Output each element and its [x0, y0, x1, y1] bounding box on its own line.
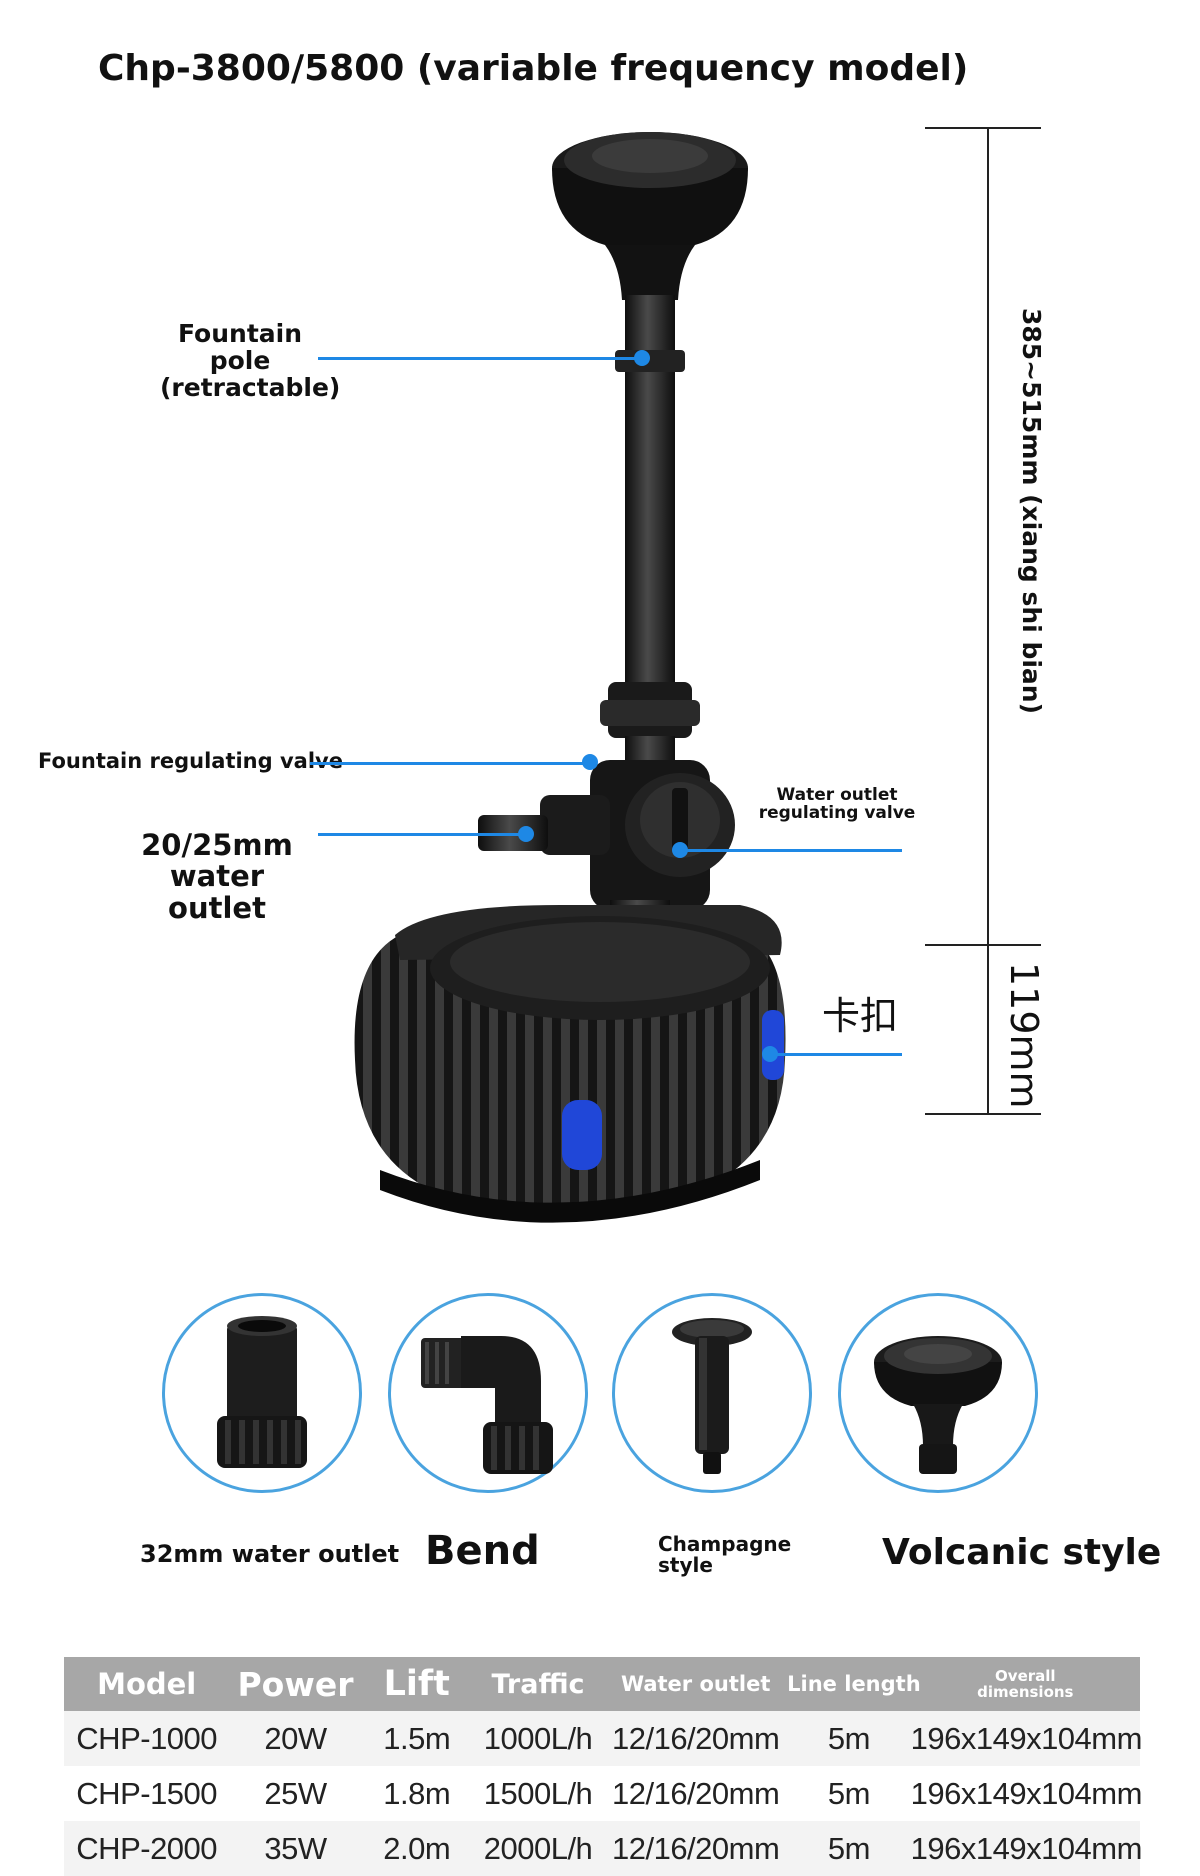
fountain-pole-label-line2: pole: [209, 346, 271, 375]
accessory-label-straight: 32mm water outlet: [140, 1540, 400, 1568]
header-power: Power: [229, 1657, 362, 1711]
specs-header-row: Model Power Lift Traffic Water outlet Li…: [64, 1657, 1140, 1711]
cell-traffic: 1500L/h: [483, 1775, 593, 1811]
cell-model: CHP-1000: [64, 1711, 230, 1766]
cell-dimensions: 196x149x104mm: [910, 1711, 1142, 1766]
dimension-bottom-tick: [925, 1113, 1041, 1115]
clip-label: 卡扣: [822, 994, 899, 1038]
clip-leader: [768, 1053, 902, 1056]
fountain-pole-label-line3: (retractable): [160, 373, 341, 402]
accessory-label-volcanic: Volcanic style: [882, 1532, 1162, 1573]
water-outlet-leader: [318, 833, 528, 836]
table-row: CHP-1500 25W 1.8m 1500L/h 12/16/20mm 5m …: [64, 1766, 1143, 1821]
cell-lift: 1.8m: [383, 1775, 451, 1811]
dimension-vertical-line: [987, 127, 989, 1115]
outlet-valve-marker: [672, 842, 688, 858]
outlet-valve-label: Water outlet regulating valve: [757, 786, 917, 823]
height-range-label: 385~515mm (xiang shi bian): [1017, 308, 1046, 715]
cell-lift: 2.0m: [361, 1821, 472, 1876]
cell-dimensions: 196x149x104mm: [910, 1775, 1143, 1811]
accessory-label-bend: Bend: [425, 1528, 540, 1574]
dimension-top-tick: [925, 127, 1041, 129]
clip-marker: [762, 1046, 778, 1062]
dimension-mid-tick: [925, 944, 1041, 946]
cell-traffic: 1000L/h: [471, 1711, 605, 1766]
accessory-label-champagne: Champagne style: [658, 1534, 791, 1576]
page-title: Chp-3800/5800 (variable frequency model): [98, 48, 969, 89]
outlet-valve-leader: [682, 849, 902, 852]
cell-model: CHP-2000: [64, 1821, 230, 1876]
cell-line-length: 5m: [787, 1821, 911, 1876]
top-nozzle: [552, 132, 748, 300]
cell-lift: 1.5m: [361, 1711, 472, 1766]
pump-illustration: [354, 132, 786, 1223]
header-line-length: Line length: [787, 1657, 921, 1711]
accessory-circle-volcanic: [838, 1293, 1038, 1493]
regulating-valve-marker: [582, 754, 598, 770]
cell-line-length: 5m: [827, 1775, 871, 1811]
fountain-pole-marker: [634, 350, 650, 366]
header-traffic: Traffic: [471, 1657, 605, 1711]
water-outlet-marker: [518, 826, 534, 842]
specs-table: Model Power Lift Traffic Water outlet Li…: [64, 1657, 1143, 1876]
water-outlet-label-line2: water outlet: [168, 859, 266, 925]
regulating-valve-leader: [310, 762, 590, 765]
header-overall-line2: dimensions: [977, 1683, 1074, 1701]
table-row: CHP-1000 20W 1.5m 1000L/h 12/16/20mm 5m …: [64, 1711, 1142, 1766]
cell-power: 20W: [229, 1711, 362, 1766]
cell-water-outlet: 12/16/20mm: [604, 1711, 788, 1766]
elbow-connector-icon: [421, 1336, 553, 1474]
header-overall-dimensions: Overall dimensions: [910, 1657, 1140, 1711]
champagne-nozzle-icon: [672, 1318, 752, 1474]
accessory-circle-champagne: [612, 1293, 812, 1493]
accessory-label-champagne-line2: style: [658, 1553, 713, 1577]
fountain-pole-leader: [318, 357, 648, 360]
cell-line-length: 5m: [787, 1711, 911, 1766]
cell-power: 35W: [229, 1821, 362, 1876]
header-model: Model: [64, 1657, 230, 1711]
regulating-valve-label: Fountain regulating valve: [38, 749, 343, 773]
water-outlet-label-line1: 20/25mm: [141, 828, 293, 862]
header-overall-line1: Overall: [995, 1666, 1056, 1685]
valve-housing: [478, 760, 735, 940]
table-row: CHP-2000 35W 2.0m 2000L/h 12/16/20mm 5m …: [64, 1821, 1142, 1876]
cell-dimensions: 196x149x104mm: [910, 1821, 1142, 1876]
cell-water-outlet: 12/16/20mm: [604, 1821, 788, 1876]
cell-water-outlet: 12/16/20mm: [611, 1775, 780, 1811]
pump-body: [354, 905, 786, 1223]
header-lift: Lift: [361, 1657, 472, 1711]
fountain-pole-label: Fountain pole (retractable): [160, 319, 341, 402]
accessory-label-champagne-line1: Champagne: [658, 1532, 792, 1556]
cell-power: 25W: [264, 1775, 327, 1811]
cell-traffic: 2000L/h: [471, 1821, 605, 1876]
header-water-outlet: Water outlet: [604, 1657, 788, 1711]
outlet-valve-label-line1: Water outlet: [776, 785, 898, 805]
cell-model: CHP-1500: [76, 1775, 218, 1811]
outlet-valve-label-line2: regulating valve: [758, 803, 916, 824]
straight-connector-icon: [217, 1316, 307, 1468]
base-height-label: 119mm: [1002, 962, 1046, 1109]
fountain-pole-label-line1: Fountain: [177, 319, 303, 348]
water-outlet-label: 20/25mm water outlet: [122, 828, 312, 925]
volcanic-nozzle-icon: [874, 1336, 1002, 1474]
accessory-circle-straight: [162, 1293, 362, 1493]
accessory-circle-bend: [388, 1293, 588, 1493]
